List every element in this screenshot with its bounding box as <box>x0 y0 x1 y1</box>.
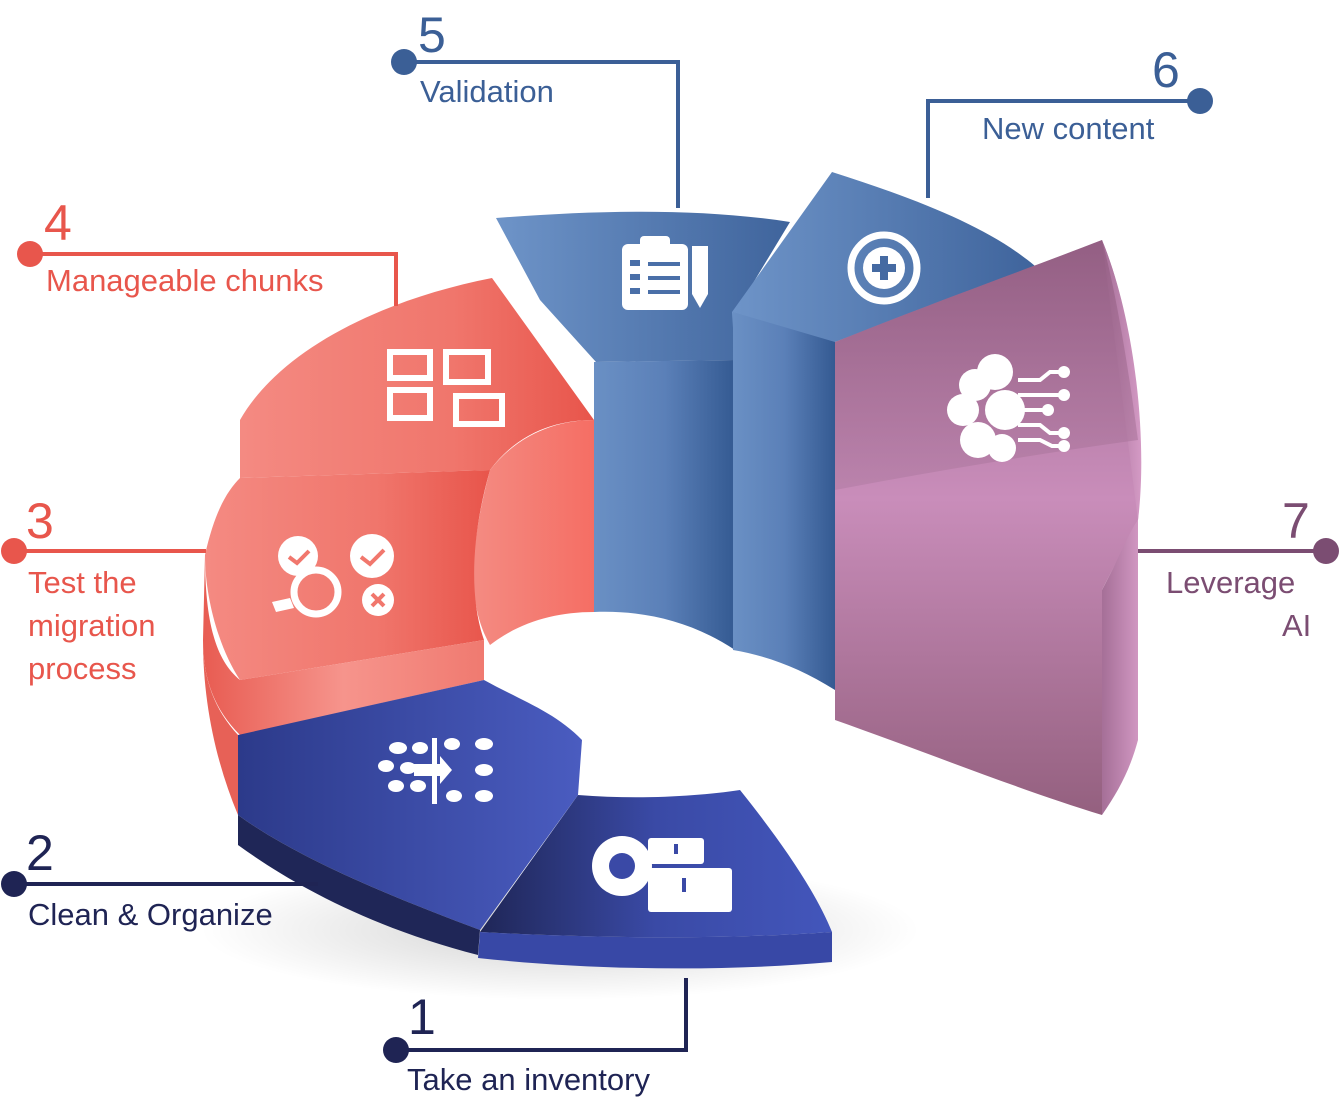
segment-1-side <box>478 932 832 969</box>
step-7-number: 7 <box>1282 493 1310 549</box>
segment-2-top <box>238 680 582 930</box>
callout-1 <box>396 978 688 1052</box>
step-3-label-line-2: migration <box>28 608 156 643</box>
gears-magnifier-icon <box>272 534 394 618</box>
step-7-label-line-2: AI <box>1282 608 1312 643</box>
plus-circle-icon <box>847 231 921 305</box>
callout-7-dot <box>1313 538 1339 564</box>
step-3-label-line-3: process <box>28 651 137 686</box>
callout-4-dot <box>17 241 43 267</box>
step-2-number: 2 <box>26 825 54 881</box>
step-6-number: 6 <box>1152 42 1180 98</box>
step-5-number: 5 <box>418 7 446 63</box>
inventory-gear-boxes-icon <box>592 836 732 912</box>
segment-3-front <box>203 640 238 815</box>
callout-3-dot <box>1 538 27 564</box>
step-1-number: 1 <box>408 989 436 1045</box>
step-4-label: Manageable chunks <box>46 263 324 298</box>
callout-2-dot <box>1 871 27 897</box>
clipboard-checklist-icon <box>622 236 708 310</box>
segment-3-side <box>203 555 484 735</box>
step-7-label-line-1: Leverage <box>1166 565 1296 600</box>
callout-5-dot <box>391 49 417 75</box>
step-4-number: 4 <box>44 195 72 251</box>
segment-2-clean-organize <box>238 680 582 955</box>
callout-5 <box>404 60 680 208</box>
segment-6-side <box>733 312 835 690</box>
step-3-label-line-1: Test the <box>28 565 137 600</box>
segment-4-inner <box>473 420 594 645</box>
segment-3-test-migration <box>203 470 490 815</box>
step-1-label: Take an inventory <box>407 1062 650 1097</box>
chunks-grid-icon <box>387 349 505 427</box>
step-2-label: Clean & Organize <box>28 897 273 932</box>
step-5-label: Validation <box>420 74 554 109</box>
callout-6-dot <box>1187 88 1213 114</box>
callout-6 <box>926 99 1200 198</box>
filter-dots-arrow-icon <box>378 738 493 804</box>
segment-7-leverage-ai <box>835 240 1142 815</box>
callout-1-dot <box>383 1037 409 1063</box>
segment-5-side <box>594 360 735 650</box>
segment-7-edge <box>1102 240 1142 815</box>
callout-4 <box>30 252 398 306</box>
ai-brain-circuit-icon <box>947 354 1070 462</box>
segment-2-side <box>238 815 480 955</box>
step-6-label: New content <box>982 111 1155 146</box>
segment-3-top <box>205 470 490 680</box>
step-3-number: 3 <box>26 493 54 549</box>
